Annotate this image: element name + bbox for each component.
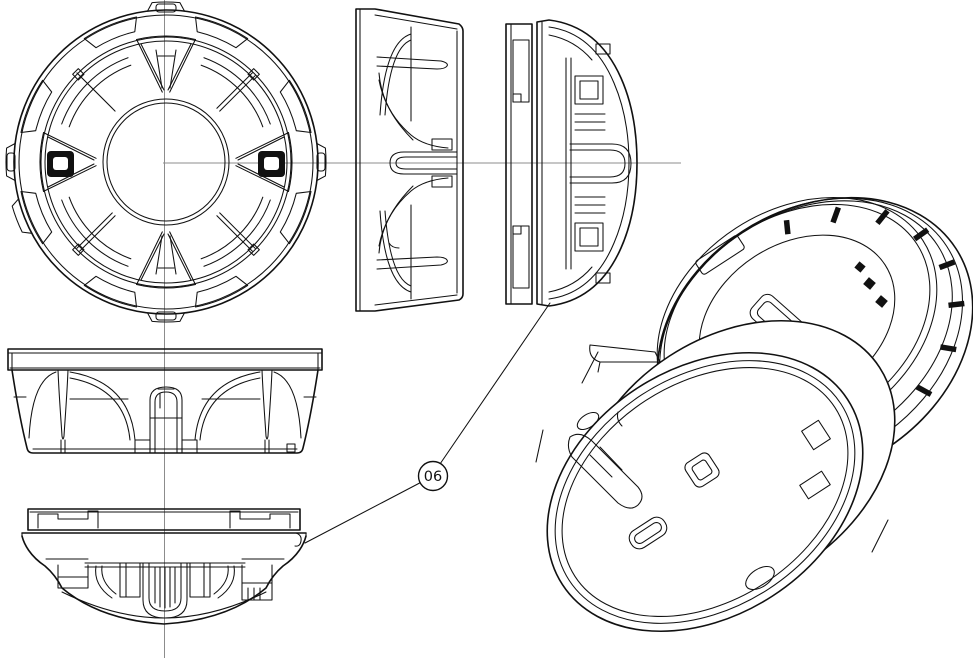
- vent-details: [57, 562, 273, 601]
- keyhole-slot: [567, 433, 643, 509]
- centerlines: [163, 0, 681, 658]
- diagonal-spokes: [72, 68, 260, 256]
- side-view-left: [355, 8, 464, 312]
- outer-rim-inner-line: [18, 14, 314, 310]
- callout-06: 06: [304, 302, 551, 544]
- upper-internals: [376, 26, 458, 164]
- sensor-chamber: [134, 386, 198, 454]
- vent-slot-west: [39, 132, 97, 192]
- rim-vent-holes: [854, 261, 888, 308]
- mounting-base-iso: [535, 319, 896, 633]
- band-circle: [40, 36, 292, 288]
- mounting-plate: [27, 508, 301, 531]
- internals: [548, 34, 632, 165]
- rim-tabs: [5, 1, 327, 323]
- base-wall-details: [535, 344, 889, 553]
- legs-and-arches: [13, 369, 317, 454]
- base-front-face: [546, 351, 864, 633]
- screw-hole: [576, 411, 600, 431]
- base-face-details: [567, 411, 775, 591]
- band-circle-inner: [44, 40, 288, 284]
- wall-clip: [801, 419, 831, 451]
- mounting-plate: [7, 348, 323, 371]
- vent-slot-east: [235, 132, 293, 192]
- body-silhouette: [11, 369, 319, 454]
- leader-line-upper: [439, 302, 551, 465]
- side-view-right: [505, 19, 638, 307]
- plate-hooks: [37, 510, 302, 547]
- chamber-circle: [102, 98, 230, 226]
- sensor-chamber-profile: [389, 151, 458, 164]
- rim-arc-slots: [20, 16, 312, 308]
- body-silhouette: [21, 532, 307, 625]
- vent-slot-south: [136, 231, 196, 289]
- front-view: [7, 348, 323, 454]
- bottom-view: [21, 508, 307, 625]
- chamber-circle-inner: [106, 102, 226, 222]
- sensor-chamber: [142, 562, 188, 619]
- balloon-label: 06: [424, 469, 442, 485]
- silhouette: [355, 8, 464, 312]
- cable-hole: [745, 565, 775, 591]
- led-window-east-hole: [264, 157, 279, 170]
- top-view: [5, 1, 327, 323]
- balloon-circle: [417, 460, 449, 492]
- led-window-west-hole: [53, 157, 68, 170]
- locking-lever: [589, 344, 661, 373]
- pill-slot: [628, 516, 668, 550]
- head-tab: [695, 235, 745, 275]
- snap-hook: [294, 532, 302, 547]
- head-silhouette: [536, 19, 638, 307]
- base-plate: [505, 23, 533, 305]
- strut: [376, 56, 448, 70]
- outer-rim: [13, 9, 319, 315]
- sensor-chamber-profile: [569, 143, 632, 165]
- bottom-slot: [286, 443, 296, 453]
- leader-line-lower: [304, 481, 422, 544]
- isometric-view: [535, 196, 973, 633]
- base-clips: [512, 39, 530, 289]
- wall-bracket: [799, 470, 831, 500]
- screw-boss: [684, 452, 720, 488]
- vent-slot-north: [136, 35, 196, 93]
